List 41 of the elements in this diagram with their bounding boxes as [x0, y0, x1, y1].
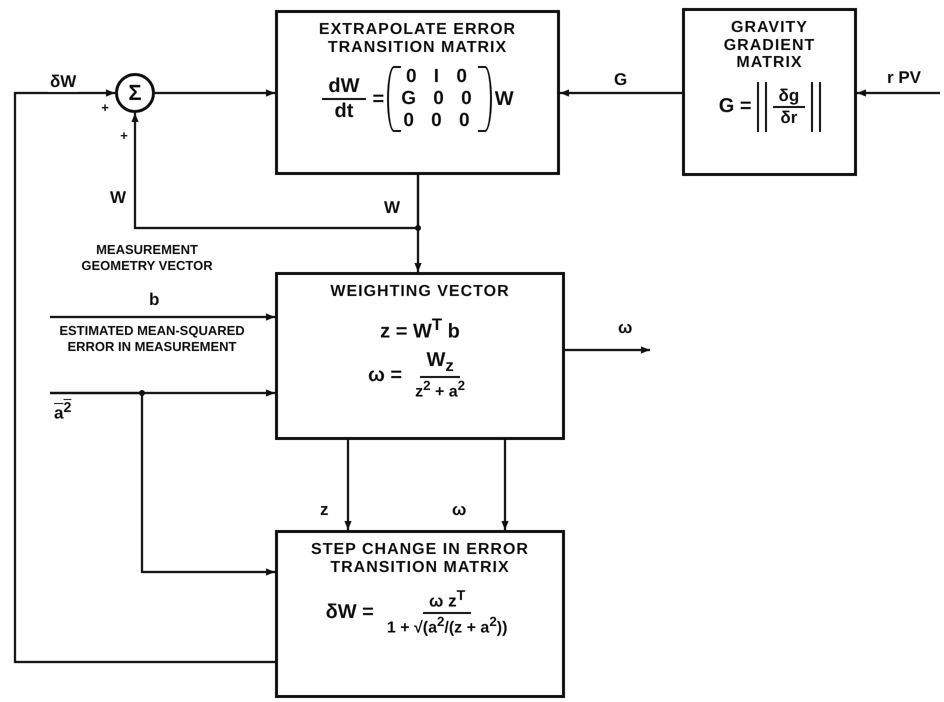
formula-term: δW = [324, 601, 375, 624]
arrow [857, 89, 940, 97]
formula-term: z$^{2}$ + a$^{2}$ [414, 378, 466, 402]
formula-term: z = W$^{T}$ b [379, 314, 461, 344]
formula-term: ω = [366, 364, 404, 387]
formula-term: dt [334, 100, 354, 124]
arrow [560, 89, 682, 97]
formula-term: = [372, 88, 386, 111]
arrow [155, 89, 275, 97]
formula-term: dW [322, 75, 366, 100]
formula-term: ω z$^{T}$ [422, 588, 472, 614]
process-box [275, 10, 560, 175]
edge-label: δW [48, 72, 78, 92]
note-text: + [119, 128, 129, 144]
arrow [344, 440, 352, 530]
arrow [50, 313, 275, 321]
matrix-row: 0 I 0 [406, 66, 473, 88]
process-box [682, 8, 857, 176]
block-title: STEP CHANGE IN ERROR TRANSITION MATRIX [310, 541, 530, 576]
block-title: WEIGHTING VECTOR [330, 283, 510, 301]
formula-term: 1 + √(a$^{2}$/(z + a$^{2}$)) [386, 614, 508, 638]
matrix-row: 0 0 0 [403, 110, 476, 132]
formula-term: δr [779, 108, 798, 128]
formula-term: W [494, 88, 515, 111]
arrow [14, 89, 275, 664]
formula-term: W$_{z}$ [420, 349, 460, 378]
arrow [414, 175, 422, 272]
block-title: EXTRAPOLATE ERROR TRANSITION MATRIX [318, 21, 518, 56]
formula-term: δg [772, 86, 806, 108]
note-text: + [100, 100, 110, 116]
matrix-row: G 0 0 [401, 88, 478, 110]
arrow [565, 346, 650, 354]
block-title: GRAVITY GRADIENT MATRIX [722, 19, 816, 72]
note-text: MEASUREMENT GEOMETRY VECTOR [80, 242, 214, 274]
formula-term: G = [718, 95, 753, 118]
process-box [275, 272, 565, 440]
arrow [50, 392, 275, 576]
process-box [275, 530, 565, 698]
arrow [501, 440, 509, 530]
summing-junction: Σ [115, 73, 155, 113]
note-text: ESTIMATED MEAN-SQUARED ERROR IN MEASUREMENT [58, 323, 246, 354]
